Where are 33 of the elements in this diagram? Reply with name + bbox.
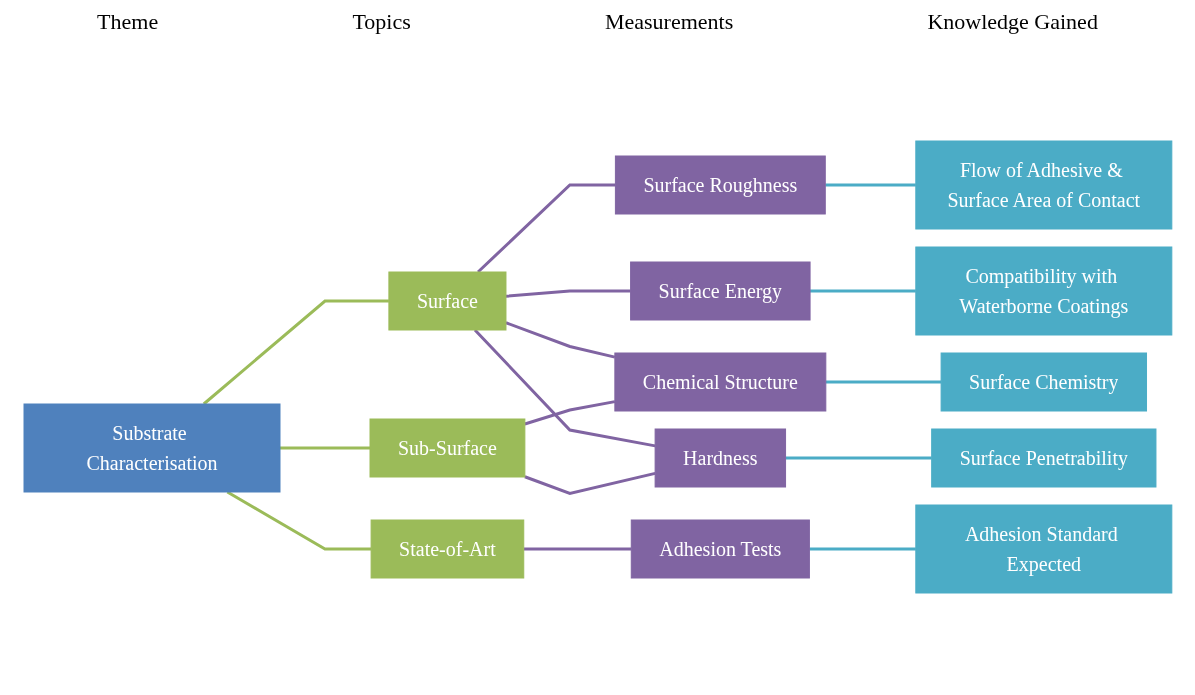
column-header: Topics [352,9,411,35]
connector [505,320,615,359]
connector [279,446,370,449]
column-header: Theme [97,9,159,35]
connector [825,380,941,383]
node-box: Compatibility with Waterborne Coatings [914,246,1172,335]
connector [523,471,656,495]
node-box: Surface Roughness [614,155,826,214]
connector [476,183,615,273]
node-box: Sub-Surface [369,418,525,477]
connector [523,547,631,550]
connector [524,399,615,425]
connector [809,289,916,292]
node-box: Substrate Characterisation [23,403,281,492]
node-box: State-of-Art [370,519,524,578]
connector [785,456,932,459]
node-box: Surface Chemistry [940,352,1147,411]
node-box: Flow of Adhesive & Surface Area of Contact [914,140,1172,229]
column-header: Measurements [604,9,734,35]
node-box: Surface [388,271,507,330]
connector [824,183,916,186]
node-box: Adhesion Standard Expected [914,504,1172,593]
connector [202,299,389,405]
connector [809,547,916,550]
node-box: Surface Energy [629,261,811,320]
connector [473,328,655,447]
column-header: Knowledge Gained [927,9,1098,35]
node-box: Chemical Structure [613,352,826,411]
node-box: Surface Penetrability [930,428,1157,487]
node-box: Hardness [654,428,786,487]
node-box: Adhesion Tests [630,519,810,578]
connector [226,490,371,550]
connector [505,289,631,298]
